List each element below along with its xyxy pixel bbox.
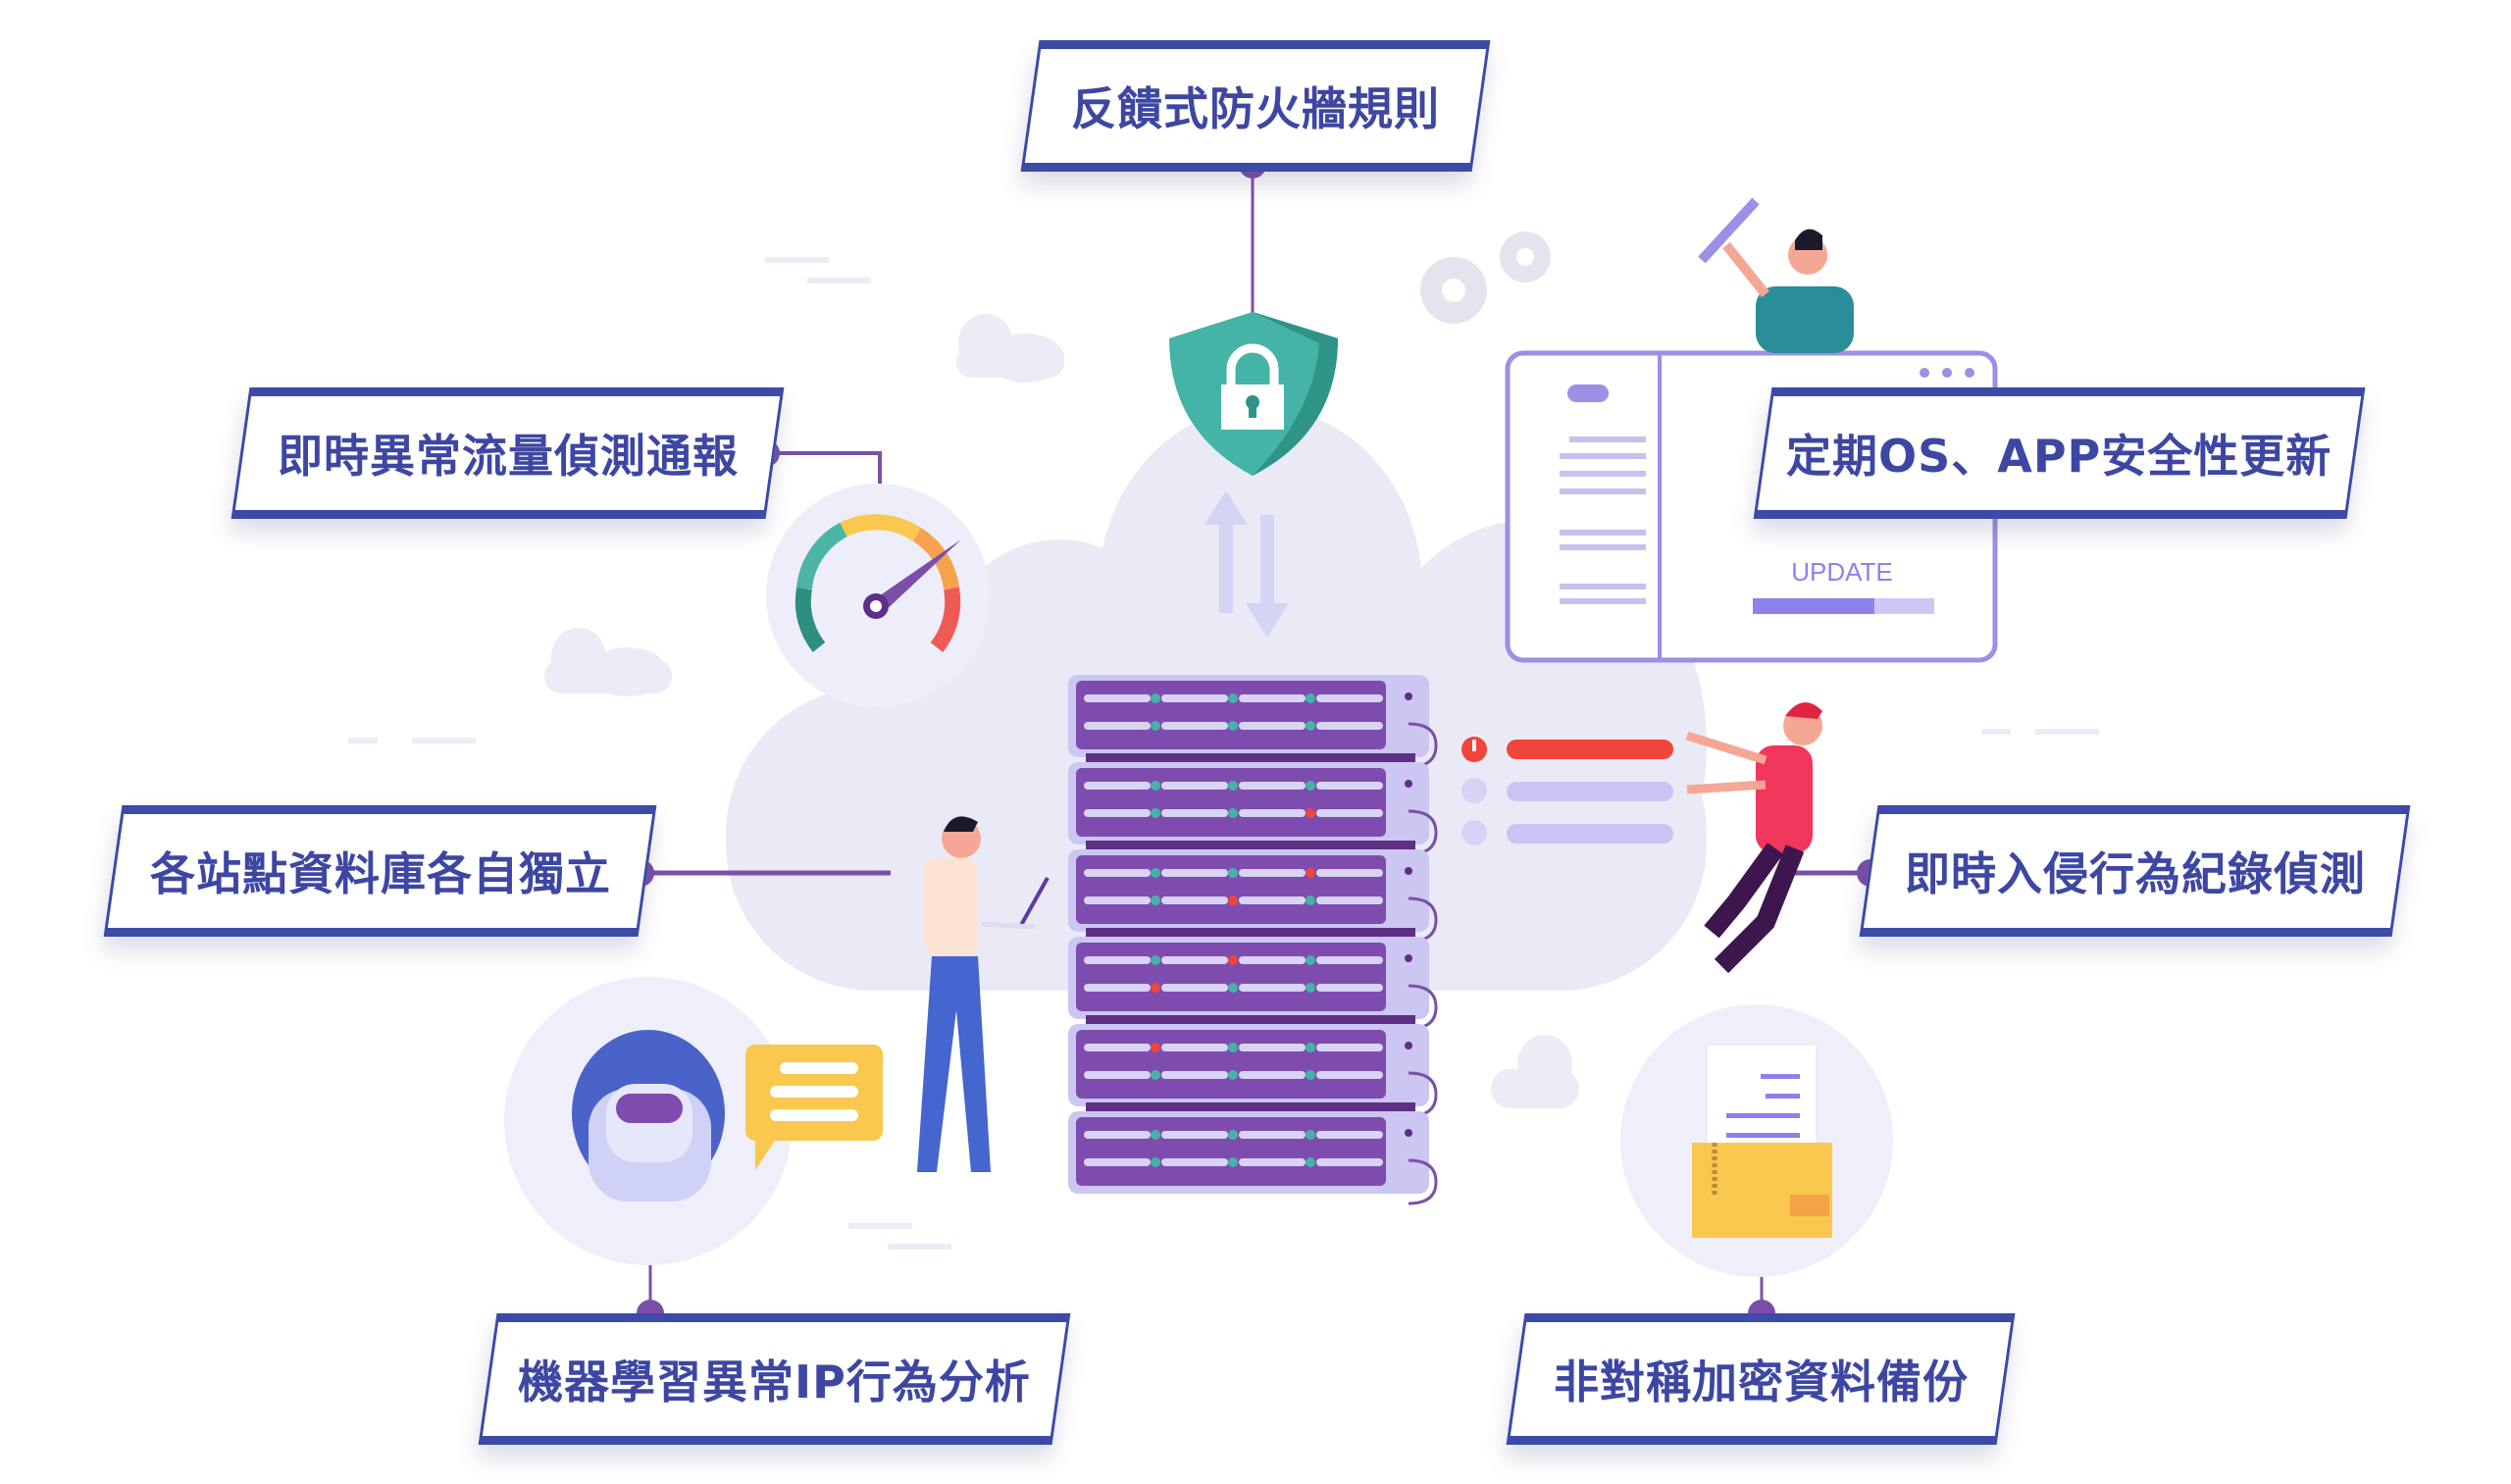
status-led — [1151, 721, 1160, 731]
status-led — [1306, 1130, 1315, 1140]
status-led — [1306, 896, 1315, 905]
status-led — [1151, 1043, 1160, 1052]
label-traffic-alert: 即時異常流量偵測通報 — [231, 387, 785, 519]
admin-figure — [917, 816, 1050, 1172]
status-led — [1151, 1070, 1160, 1080]
label-text: 反饋式防火牆規則 — [1071, 82, 1440, 135]
label-text: 即時入侵行為紀錄偵測 — [1904, 847, 2366, 900]
label-text: 非對稱加密資料備份 — [1553, 1356, 1969, 1408]
status-led — [1306, 1043, 1315, 1052]
status-led — [1151, 868, 1160, 878]
status-led — [1306, 1070, 1315, 1080]
status-led — [1306, 1157, 1315, 1167]
status-led — [1306, 868, 1315, 878]
alert-list — [1461, 737, 1673, 845]
label-text: 各站點資料庫各自獨立 — [149, 847, 611, 900]
label-text: 定期OS、APP安全性更新 — [1786, 430, 2332, 483]
status-led — [1151, 693, 1160, 703]
status-led — [1151, 781, 1160, 791]
technician-figure — [1698, 197, 1854, 353]
sync-arrows-icon — [1204, 490, 1289, 638]
robot-icon — [504, 977, 793, 1265]
status-led — [1306, 808, 1315, 818]
label-independent-db: 各站點資料庫各自獨立 — [103, 805, 657, 937]
status-led — [1306, 983, 1315, 993]
status-led — [1228, 721, 1238, 731]
chat-bubble-icon — [745, 1045, 883, 1170]
status-led — [1228, 868, 1238, 878]
status-led — [1151, 896, 1160, 905]
status-led — [1228, 1043, 1238, 1052]
status-led — [1151, 1157, 1160, 1167]
status-led — [1151, 808, 1160, 818]
status-led — [1228, 955, 1238, 965]
intruder-figure — [1685, 702, 1822, 974]
server-rack — [1068, 675, 1438, 1205]
status-led — [1151, 955, 1160, 965]
status-led — [1228, 1157, 1238, 1167]
status-led — [1228, 1130, 1238, 1140]
label-encrypted-backup: 非對稱加密資料備份 — [1506, 1313, 2016, 1445]
update-text: UPDATE — [1791, 557, 1893, 587]
status-led — [1306, 955, 1315, 965]
gear-icon — [1420, 231, 1551, 324]
status-led — [1228, 983, 1238, 993]
status-led — [1228, 693, 1238, 703]
check-icon — [1461, 778, 1487, 803]
update-progress-fill — [1753, 598, 1874, 614]
status-led — [1228, 896, 1238, 905]
status-led — [1151, 983, 1160, 993]
label-firewall-rules: 反饋式防火牆規則 — [1020, 40, 1491, 172]
shield-lock-icon — [1169, 312, 1338, 476]
label-text: 即時異常流量偵測通報 — [277, 430, 739, 483]
label-intrusion-log: 即時入侵行為紀錄偵測 — [1859, 805, 2411, 937]
label-text: 機器學習異常IP行為分析 — [518, 1356, 1031, 1408]
status-led — [1228, 1070, 1238, 1080]
status-led — [1306, 721, 1315, 731]
status-led — [1228, 808, 1238, 818]
check-icon — [1461, 820, 1487, 845]
status-led — [1306, 693, 1315, 703]
speedometer-icon — [766, 484, 990, 707]
status-led — [1306, 781, 1315, 791]
label-os-update: 定期OS、APP安全性更新 — [1753, 387, 2366, 519]
label-ml-ip-analysis: 機器學習異常IP行為分析 — [478, 1313, 1071, 1445]
status-led — [1228, 781, 1238, 791]
status-led — [1151, 1130, 1160, 1140]
encrypted-folder-icon — [1620, 1004, 1893, 1277]
small-clouds — [348, 257, 2099, 1250]
